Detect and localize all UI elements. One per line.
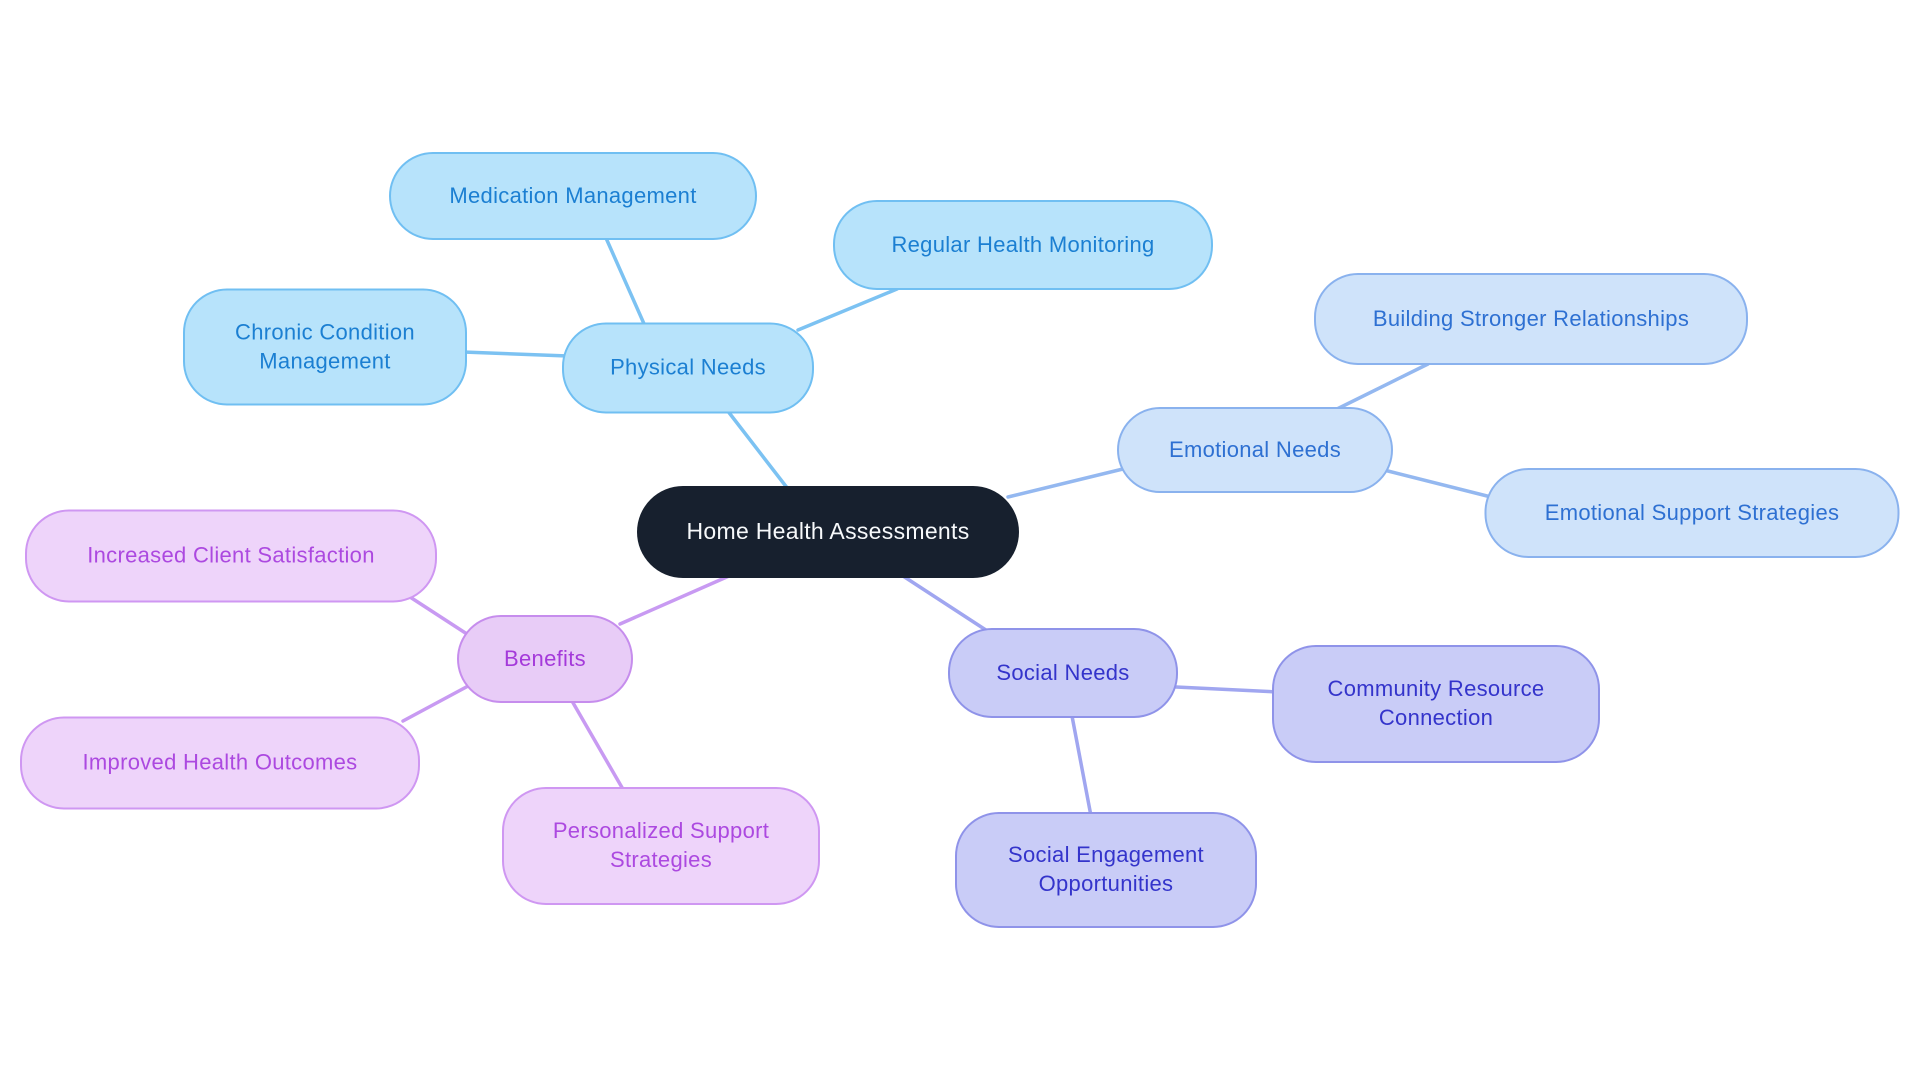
node-emotional-support-strategies[interactable]: Emotional Support Strategies (1484, 468, 1900, 558)
edge-central-emotional (1006, 466, 1129, 499)
edge-social-engagement (1070, 714, 1093, 818)
edge-social-community (1174, 685, 1280, 694)
node-personalized-support-strategies[interactable]: Personalized Support Strategies (502, 787, 820, 905)
node-emotional-needs[interactable]: Emotional Needs (1117, 407, 1393, 493)
node-label: Benefits (504, 645, 586, 671)
edge-physical-chronic (461, 350, 570, 358)
node-social-needs[interactable]: Social Needs (948, 628, 1178, 718)
node-label: Physical Needs (610, 354, 766, 380)
node-label: Personalized Support Strategies (552, 818, 770, 872)
node-building-stronger-relationships[interactable]: Building Stronger Relationships (1314, 273, 1748, 365)
node-label: Social Needs (996, 659, 1130, 685)
node-community-resource-connection[interactable]: Community Resource Connection (1272, 645, 1600, 763)
node-physical-needs[interactable]: Physical Needs (562, 322, 814, 414)
node-label: Home Health Assessments (686, 518, 970, 545)
node-label: Community Resource Connection (1327, 676, 1545, 730)
node-label: Emotional Needs (1168, 436, 1342, 462)
node-home-health-assessments[interactable]: Home Health Assessments (637, 486, 1019, 578)
edge-central-benefits (618, 574, 731, 626)
edge-physical-medication (604, 236, 647, 328)
edge-central-physical (725, 408, 790, 491)
node-improved-health-outcomes[interactable]: Improved Health Outcomes (20, 716, 420, 810)
edge-physical-monitoring (796, 287, 899, 332)
node-label: Regular Health Monitoring (891, 231, 1155, 257)
edge-emotional-relationships (1333, 362, 1430, 412)
edge-benefits-outcomes (401, 683, 472, 723)
node-label: Increased Client Satisfaction (87, 542, 375, 568)
node-label: Chronic Condition Management (235, 319, 415, 373)
node-social-engagement-opportunities[interactable]: Social Engagement Opportunities (955, 812, 1257, 928)
node-label: Improved Health Outcomes (82, 749, 358, 775)
node-label: Emotional Support Strategies (1544, 499, 1840, 525)
edge-benefits-satisfaction (408, 595, 472, 638)
node-label: Social Engagement Opportunities (1008, 842, 1204, 896)
edge-emotional-support (1382, 468, 1501, 501)
node-chronic-condition-management[interactable]: Chronic Condition Management (183, 288, 467, 406)
node-increased-client-satisfaction[interactable]: Increased Client Satisfaction (25, 509, 437, 603)
node-label: Building Stronger Relationships (1372, 305, 1690, 331)
node-medication-management[interactable]: Medication Management (389, 152, 757, 240)
node-label: Medication Management (449, 182, 697, 208)
node-regular-health-monitoring[interactable]: Regular Health Monitoring (833, 200, 1213, 290)
edge-central-social (901, 574, 994, 636)
node-benefits[interactable]: Benefits (457, 615, 633, 703)
edge-benefits-personalized (570, 699, 626, 793)
